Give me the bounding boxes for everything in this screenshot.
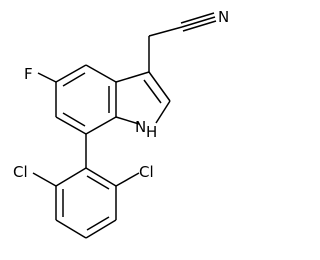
bond-c1p-c2p	[85, 167, 117, 187]
indole-nh-hydrogen-label: H	[146, 123, 157, 141]
bond-c6p-c1p	[55, 167, 87, 187]
structure-canvas: N F H N Cl Cl	[13, 8, 229, 239]
bond-c3-c2-inner	[143, 79, 162, 104]
bond-c4p-c5p	[55, 219, 87, 239]
bond-ch2-cn	[148, 26, 183, 37]
chlorine-left-label: Cl	[13, 163, 28, 181]
bond-cn-triple-3	[182, 20, 217, 32]
bond-c5-f	[37, 72, 57, 83]
nitrile-nitrogen-label: N	[218, 8, 229, 26]
fluorine-label: F	[24, 65, 33, 83]
bond-c2p-cl	[115, 172, 140, 187]
bond-cn-triple-1	[181, 16, 216, 28]
bond-cn-triple-2	[180, 12, 215, 24]
bond-c3p-c4p-inner	[86, 216, 110, 231]
bond-c6p-cl	[32, 172, 57, 187]
bond-c3p-c4p	[85, 219, 117, 239]
bond-c7-c7a	[85, 116, 117, 135]
bond-c3a-c4	[85, 64, 117, 83]
bond-c3-c2	[148, 71, 171, 102]
bond-c4-c5-inner	[62, 72, 86, 87]
molecule-diagram: N F H N Cl Cl	[13, 8, 229, 239]
bond-c6-c7	[55, 116, 87, 135]
bond-c2-n1	[155, 100, 171, 124]
bond-c4-c5	[55, 64, 87, 83]
indole-nitrogen-label: N	[135, 118, 146, 136]
bond-n1-c7a	[115, 116, 140, 125]
bond-c1p-c2p-inner	[86, 175, 110, 190]
chlorine-right-label: Cl	[139, 163, 154, 181]
bond-c3a-c3	[115, 71, 150, 83]
bond-c6-c7-inner	[62, 112, 86, 127]
